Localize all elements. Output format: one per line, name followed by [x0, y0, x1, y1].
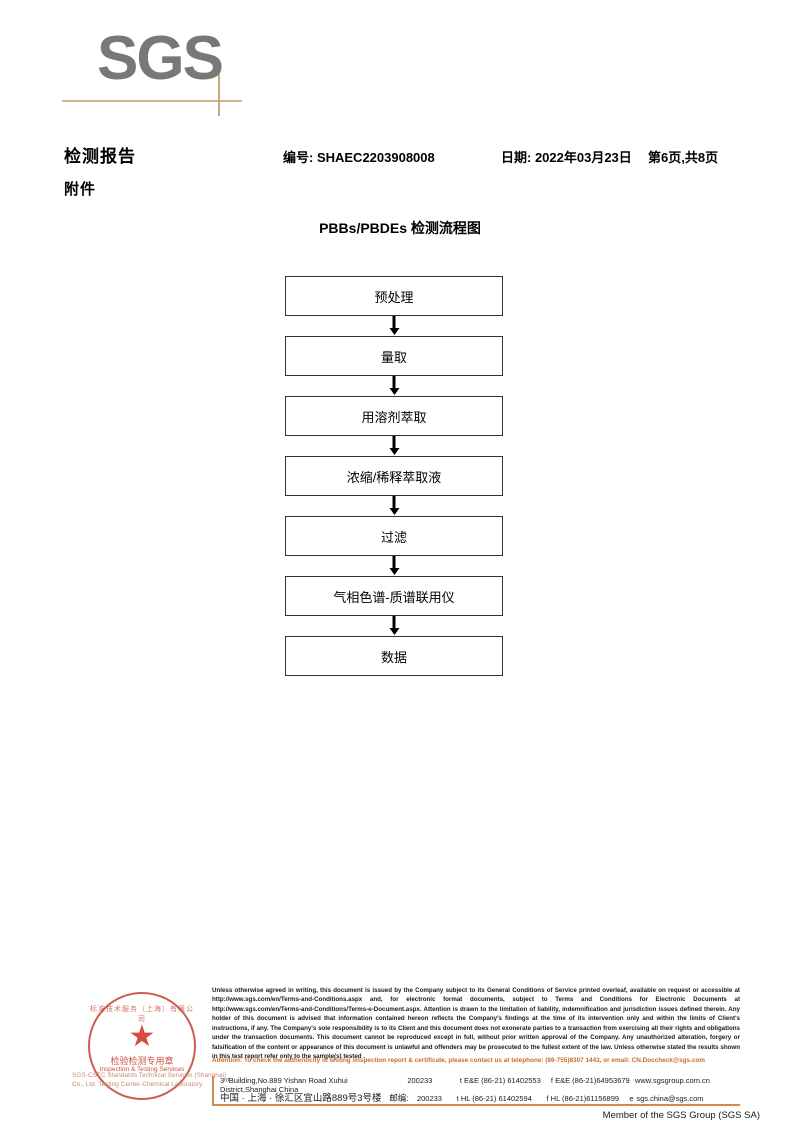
arrow-down-icon: [392, 616, 396, 630]
arrow-down-icon: [392, 556, 396, 570]
flow-step-box: 量取: [285, 336, 503, 376]
page-subtitle: 附件: [64, 181, 97, 198]
seal-company-line: SGS-CSTC Standards Technical Services (S…: [72, 1072, 227, 1089]
flow-step-box: 用溶剂萃取: [285, 396, 503, 436]
inspection-seal-stamp: 标准技术服务（上海）有限公司 ★ 检验检测专用章 Inspection & Te…: [88, 992, 196, 1100]
zip-en: 200233: [407, 1076, 433, 1085]
seal-chinese-label: 检验检测专用章: [110, 1056, 174, 1066]
telephone-en: t E&E (86-21) 61402553: [459, 1076, 541, 1085]
email-label: e: [629, 1094, 634, 1103]
flow-step-box: 预处理: [285, 276, 503, 316]
footer-contact-block: 3ʳᵈBuilding,No.889 Yishan Road Xuhui Dis…: [212, 1076, 740, 1104]
seal-arc-text: 标准技术服务（上海）有限公司: [90, 1006, 194, 1023]
fax-en: f E&E (86-21)64953679: [550, 1076, 630, 1085]
flowchart-title: PBBs/PBDEs 检测流程图: [319, 220, 481, 236]
flow-connector: [285, 316, 503, 336]
flow-step-box: 过滤: [285, 516, 503, 556]
email-address: sgs.china@sgs.com: [636, 1094, 704, 1103]
contact-row-cn: 中国 · 上海 · 徐汇区宜山路889号3号楼 邮编: 200233 t HL …: [220, 1090, 740, 1104]
logo-text: SGS: [97, 24, 224, 93]
page-indicator: 第6页,共8页: [648, 150, 719, 165]
flow-connector: [285, 436, 503, 456]
zip-cn: 200233: [416, 1094, 442, 1103]
flow-connector: [285, 556, 503, 576]
address-en: 3ʳᵈBuilding,No.889 Yishan Road Xuhui Dis…: [220, 1076, 348, 1094]
footer-horizontal-rule: [212, 1104, 740, 1106]
sgs-logo: SGS: [62, 28, 302, 116]
arrow-down-icon: [392, 436, 396, 450]
flow-step-box: 气相色谱-质谱联用仪: [285, 576, 503, 616]
address-cn: 中国 · 上海 · 徐汇区宜山路889号3号楼: [220, 1093, 382, 1104]
logo-vertical-rule: [218, 66, 220, 116]
seal-ring: [88, 992, 196, 1100]
attention-notice: Attention: To check the authenticity of …: [212, 1057, 705, 1064]
contact-row-en: 3ʳᵈBuilding,No.889 Yishan Road Xuhui Dis…: [220, 1076, 740, 1094]
report-number: 编号: SHAEC2203908008: [283, 150, 435, 165]
website: www.sgsgroup.com.cn: [634, 1076, 710, 1085]
zip-label-cn: 邮编:: [389, 1093, 409, 1103]
arrow-down-icon: [392, 376, 396, 390]
arrow-down-icon: [392, 496, 396, 510]
logo-horizontal-rule: [62, 100, 242, 102]
member-of-group-text: Member of the SGS Group (SGS SA): [602, 1110, 760, 1121]
page-title: 检测报告: [64, 147, 136, 166]
report-date: 日期: 2022年03月23日: [501, 150, 632, 165]
flow-connector: [285, 616, 503, 636]
flow-connector: [285, 376, 503, 396]
arrow-down-icon: [392, 316, 396, 330]
flow-connector: [285, 496, 503, 516]
flow-step-box: 浓缩/稀释萃取液: [285, 456, 503, 496]
fax-cn: f HL (86-21)61156899: [546, 1094, 620, 1103]
telephone-cn: t HL (86-21) 61402594: [456, 1094, 532, 1103]
flowchart: 预处理 量取 用溶剂萃取 浓缩/稀释萃取液 过滤 气相色谱-质谱联用仪 数据: [285, 276, 503, 676]
legal-disclaimer: Unless otherwise agreed in writing, this…: [212, 987, 740, 1060]
flow-step-box: 数据: [285, 636, 503, 676]
star-icon: ★: [128, 1020, 156, 1053]
seal-english-label: Inspection & Testing Services: [99, 1066, 185, 1073]
